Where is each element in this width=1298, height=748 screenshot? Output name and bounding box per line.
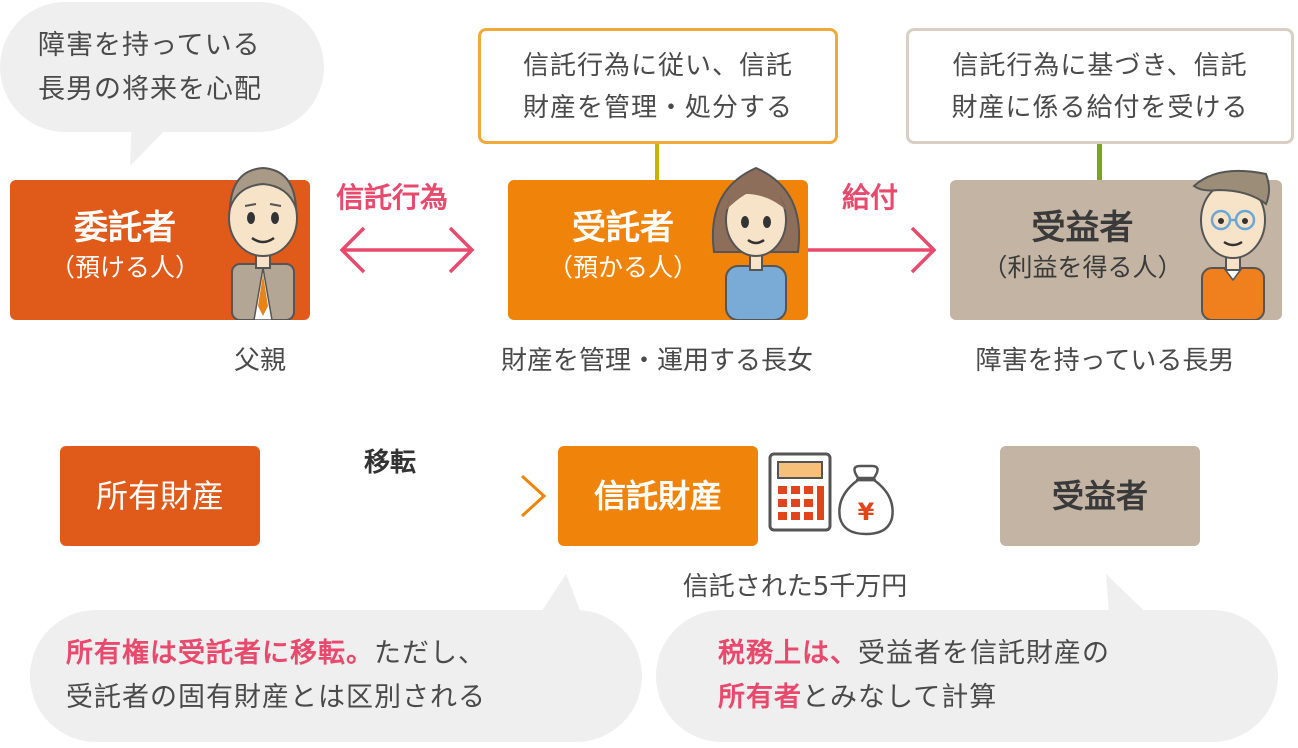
ownership-transfer-highlight: 所有権は受託者に移転。 [66,638,374,669]
beneficiary-subtitle: （利益を得る人） [982,253,1183,282]
own-property-box: 所有財産 [60,446,260,546]
beneficiary-note-line-2: 財産に係る給付を受ける [951,93,1249,123]
father-icon [228,166,298,320]
trustee-caption: 財産を管理・運用する長女 [500,346,813,376]
right-bubble-rest-2: とみなして計算 [802,682,998,713]
trustee-note: 信託行為に従い、信託 財産を管理・処分する [478,28,838,144]
tax-highlight: 税務上は、 [718,638,858,669]
left-bubble-text: 所有権は受託者に移転。ただし、 受託者の固有財産とは区別される [66,632,486,720]
daughter-icon [712,166,800,320]
right-speech-bubble [656,610,1278,742]
beneficiary-bottom-label: 受益者 [1051,477,1148,515]
left-bubble-line-2: 受託者の固有財産とは区別される [66,682,486,713]
thought-line-1: 障害を持っている [38,30,261,61]
trust-amount-caption: 信託された5千万円 [682,572,908,602]
settlor-title: 委託者 [74,208,176,248]
beneficiary-bottom-box: 受益者 [1000,446,1200,546]
thought-bubble-tail [130,118,177,166]
trust-property-box: 信託財産 [558,446,758,546]
settlor-thought-bubble [0,2,324,132]
beneficiary-connector [1097,144,1102,182]
trustee-title: 受託者 [572,208,674,248]
right-bubble-text: 税務上は、受益者を信託財産の 所有者とみなして計算 [718,632,1110,720]
settlor-thought-text: 障害を持っている 長男の将来を心配 [38,24,262,112]
benefit-arrow [808,226,937,274]
beneficiary-note: 信託行為に基づき、信託 財産に係る給付を受ける [906,28,1294,144]
benefit-label: 給付 [842,181,899,214]
settlor-caption: 父親 [233,346,286,376]
yen-symbol: ¥ [857,498,875,526]
left-speech-bubble [30,610,642,742]
right-bubble-rest-1: 受益者を信託財産の [858,638,1110,669]
owner-highlight: 所有者 [718,682,802,713]
beneficiary-note-line-1: 信託行為に基づき、信託 [952,51,1248,81]
trust-act-label: 信託行為 [336,181,449,214]
transfer-arrow [260,474,547,518]
trust-property-label: 信託財産 [593,477,722,515]
beneficiary-caption: 障害を持っている長男 [975,346,1235,376]
trustee-note-line-1: 信託行為に従い、信託 [522,51,793,81]
son-icon [1192,169,1270,320]
own-property-label: 所有財産 [95,477,224,515]
settlor-subtitle: （預ける人） [49,253,200,282]
calculator-icon [768,452,832,532]
trustee-note-line-2: 財産を管理・処分する [522,93,793,123]
thought-line-2: 長男の将来を心配 [38,74,262,105]
left-bubble-rest: ただし、 [374,638,486,669]
transfer-label: 移転 [364,448,417,478]
trustee-connector [655,144,659,182]
money-bag-icon [838,464,894,536]
trustee-subtitle: （預かる人） [547,253,698,282]
trust-act-arrow [339,226,475,274]
beneficiary-title: 受益者 [1031,208,1134,248]
